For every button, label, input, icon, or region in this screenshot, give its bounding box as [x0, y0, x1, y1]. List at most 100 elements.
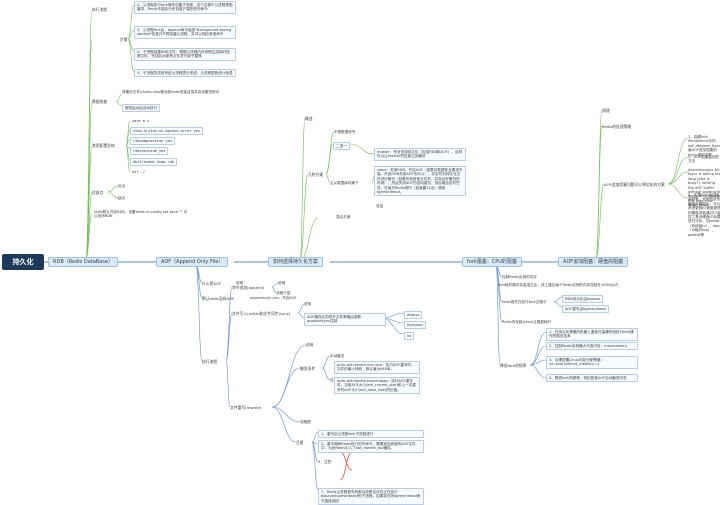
aof-disk-aof-buf[interactable]: AOF追加阻塞问题可以将优化的方案 [604, 182, 665, 187]
aof-note3: 3、注意： [318, 460, 335, 464]
connector [225, 312, 233, 362]
aof-disk-redis-fsync[interactable]: Redis的处理策略 [602, 124, 632, 129]
hybrid-slave: slave：关闭RDB，开启AOF（如果对数据安全要求不高，开启RDB关闭AOF… [374, 166, 466, 197]
connector [225, 360, 231, 408]
connector [529, 331, 547, 366]
connector [85, 213, 93, 259]
aof-enable[interactable]: 默认redis没有AOF [202, 296, 235, 301]
rdb-cfg-5: dir ./ [132, 170, 145, 174]
fork-block-node[interactable]: fork阻塞：CPU的阻塞 [462, 257, 522, 267]
aof-what-desc: 说明 [236, 281, 244, 285]
connector [115, 93, 123, 103]
aof-file-write[interactable]: 文件写入(write)和文件同步(sync) [232, 311, 291, 316]
aof-write-desc: 说明 [304, 302, 312, 306]
connector [529, 364, 547, 379]
connector [529, 345, 547, 366]
hybrid-mix[interactable]: 几种方案 [308, 172, 324, 177]
rdb-step2: 2、父进程执行fork操作创建子进程，这个过程中父进程是阻塞的，Redis不能执… [134, 1, 236, 14]
rdb-note: redis默认开启RDB，设置redis.cli config set save… [94, 210, 188, 219]
aof-note1: 1、重写由父进程fork子进程进行 [318, 430, 424, 439]
aof-manual: 手动触发 [330, 354, 345, 358]
aof-disk-right2: 2、AOF阻塞监控的方法 [688, 155, 720, 164]
rdb-cfg-4: dbfilename dump.rdb [130, 158, 178, 167]
aof-note4: 7、Redis父进程首先判断当前是否存在正在执行bgsave/bgrewrite… [318, 488, 424, 505]
rdb-pros: 优点 [118, 184, 126, 188]
rdb-cfg-1: stop-writes-on-bgsave-error yes [130, 127, 204, 136]
fork-ctrl: 控制Redis实例的内存 [502, 275, 537, 279]
connector [311, 441, 319, 463]
connector [127, 29, 135, 40]
aof-flow-chart: 流程图 [300, 420, 311, 424]
aof-auto-cfg1: auto-aof-rewrite-min-size：执行AOF重写时，文件的最小… [334, 361, 420, 374]
connector [127, 38, 135, 73]
rdb-pros-cons[interactable]: 优缺点 [92, 190, 104, 195]
connector [371, 175, 375, 184]
connector [271, 344, 307, 408]
connector [195, 265, 203, 362]
rdb-node[interactable]: RDB（Redis DataBase） [48, 257, 118, 267]
aof-node[interactable]: AOF（Append Only File） [156, 257, 229, 267]
fork-cost: Redis内存越大fork过程越耗时 [502, 320, 552, 324]
aof-notes[interactable]: 注意 [296, 440, 304, 445]
aof-cmd-append[interactable]: 命令追加(append) [232, 285, 265, 290]
rdb-cfg-2: rdbcompression yes [130, 137, 175, 146]
connector [339, 451, 353, 481]
choose-persistence-node[interactable]: 如何选择持久化方案 [268, 257, 324, 267]
connector [321, 367, 331, 381]
connector [553, 301, 563, 308]
connector [667, 183, 689, 199]
aof-everysec: everysec [404, 321, 427, 330]
aof-append-flow: 流程介绍 [276, 291, 291, 295]
connector [271, 406, 301, 423]
hybrid-cfg: 混合方案 [336, 215, 351, 219]
fork-reduce[interactable]: 降低fork的频率 [500, 363, 527, 368]
hybrid-summary: 总结 [376, 204, 384, 208]
aof-rewrite[interactable]: 文件重写(rewrite) [230, 405, 262, 410]
hybrid-master: master：完全关闭持久化（包括RDB和AOF），这样可以让master的性能… [374, 148, 466, 161]
rdb-common-config[interactable]: 常用配置总结 [92, 143, 115, 148]
aof-auto-cfg2: auto-aof-rewrite-percentage：执行AOF重写时，当前A… [334, 377, 420, 395]
connector [667, 156, 689, 185]
rdb-cfg-0: save m n [132, 119, 150, 123]
connector [495, 265, 501, 366]
fork-reduce-0: 1、在持久化策略的机器上避免在高峰时段执行fork操作的相关技术 [546, 328, 638, 341]
aof-always: always [404, 311, 423, 320]
connector [595, 183, 605, 259]
rdb-cons: 缺点 [118, 196, 126, 200]
fork-ctrl-desc: fork耗时跟内存量成正比，线上建议每个Redis实例的内存控制在10GB以内 [498, 283, 618, 287]
connector [667, 137, 689, 185]
connector [107, 185, 119, 193]
connector [667, 171, 689, 185]
connector [595, 125, 603, 259]
rdb-steps[interactable]: 步骤 [120, 37, 128, 42]
rdb-step4: 4、子进程创建RDB文件，根据父进程内存快照生成临时快照文件，完成后对原有文件进… [134, 48, 236, 61]
connector [311, 431, 319, 443]
rdb-cfg-3: rdbchecksum yes [130, 147, 169, 156]
connector [325, 173, 331, 184]
aof-disk-principle[interactable]: 原理 [602, 108, 610, 113]
aof-disk-right4: 3、如果AOF追加阻塞频繁，说明系统的硬盘负载较大，可以考虑更换IO速度更快的硬… [688, 193, 720, 237]
connector [321, 355, 331, 369]
connector [271, 282, 279, 288]
fork-rdb-ctrl-b: AOF重写由bgrewriteaof [562, 305, 609, 314]
rdb-exec-flow[interactable]: 执行流程 [92, 7, 108, 12]
hybrid-overview[interactable]: 概述 [305, 116, 313, 121]
rdb-data-recovery[interactable]: 数据恢复 [92, 99, 108, 104]
connector [297, 312, 305, 319]
connector [529, 359, 547, 366]
rdb-data-recovery-desc: 将备份文件(dump.rdb)移动到redis安装目录并启动服务即可 [122, 90, 220, 94]
connector [553, 296, 563, 303]
connector [115, 101, 123, 107]
root-node[interactable]: 持久化 [2, 254, 44, 270]
aof-what[interactable]: 什么是AOF [202, 281, 222, 286]
fork-reduce-2: 3、合理配置Linux内存分配策略：vm.overcommit_memory=1 [546, 356, 638, 369]
aof-rewrite-desc: 说明 [306, 343, 314, 347]
aof-exec-flow[interactable]: 执行流程 [202, 359, 218, 364]
aof-append-block-node[interactable]: AOF追加阻塞：硬盘的阻塞 [558, 257, 629, 267]
aof-trigger-cond[interactable]: 触发条件 [300, 366, 316, 371]
fork-reduce-1: 2、控制Redis实例最大可用内存：maxmemory [546, 342, 638, 351]
aof-no: no [404, 332, 415, 341]
connector [271, 367, 301, 408]
hybrid-master-slave: 主从数据库场景下 [330, 181, 359, 185]
